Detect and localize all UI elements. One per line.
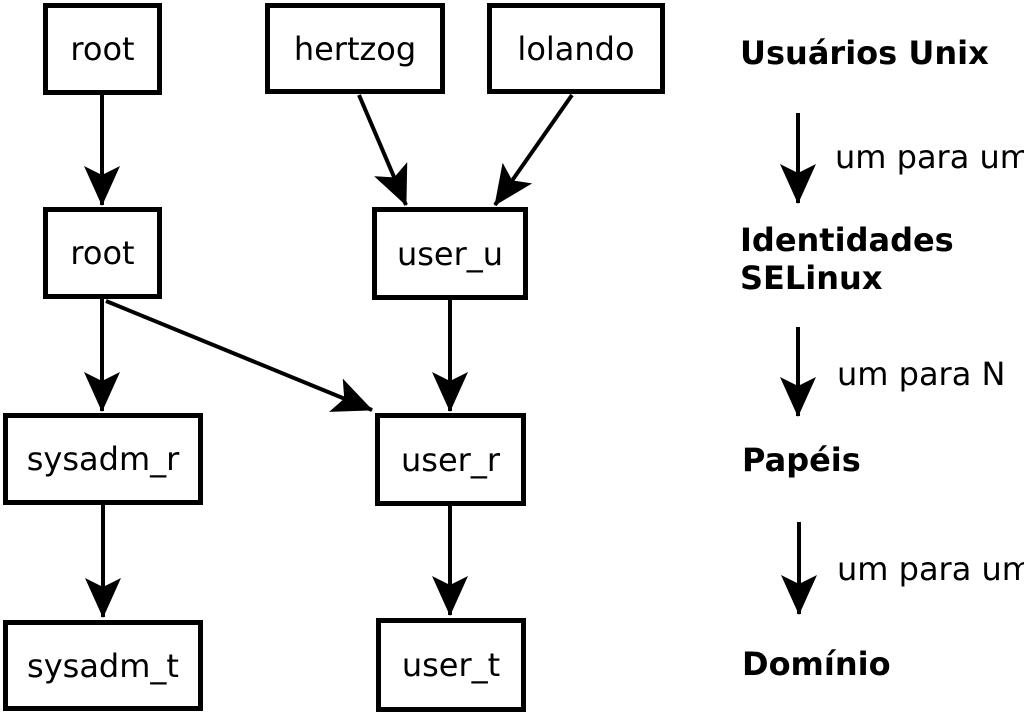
edge-hertzog-to-user-u	[357, 94, 408, 206]
node-unix-user-hertzog: hertzog	[265, 3, 445, 94]
legend-unix-users: Usuários Unix	[740, 34, 989, 72]
node-label: user_r	[401, 440, 500, 479]
node-role-sysadm-r: sysadm_r	[3, 413, 203, 505]
node-unix-user-root: root	[43, 3, 162, 95]
legend-roles: Papéis	[742, 441, 861, 479]
node-label: root	[70, 234, 135, 272]
edge-lolando-to-user-u	[493, 93, 574, 207]
node-label: sysadm_t	[27, 646, 179, 685]
node-label: hertzog	[293, 29, 417, 68]
node-unix-user-lolando: lolando	[487, 3, 665, 94]
node-label: sysadm_r	[26, 440, 180, 478]
legend-selinux-identities: Identidades SELinux	[740, 221, 954, 297]
node-selinux-identity-root: root	[43, 207, 162, 299]
node-domain-sysadm-t: sysadm_t	[3, 620, 203, 711]
node-label: user_t	[401, 646, 501, 684]
node-label: root	[70, 30, 135, 68]
legend-domain: Domínio	[742, 645, 891, 683]
node-role-user-r: user_r	[375, 413, 526, 506]
legend-mapping-one-to-n: um para N	[837, 355, 1006, 393]
edge-rootselinux-to-user-r	[105, 299, 373, 412]
legend-mapping-one-to-one-1: um para um	[835, 138, 1024, 176]
node-label: lolando	[517, 29, 635, 68]
legend-mapping-one-to-one-2: um para um	[837, 550, 1024, 588]
node-selinux-identity-user-u: user_u	[372, 207, 528, 300]
node-label: user_u	[396, 234, 504, 273]
node-domain-user-t: user_t	[376, 618, 526, 712]
